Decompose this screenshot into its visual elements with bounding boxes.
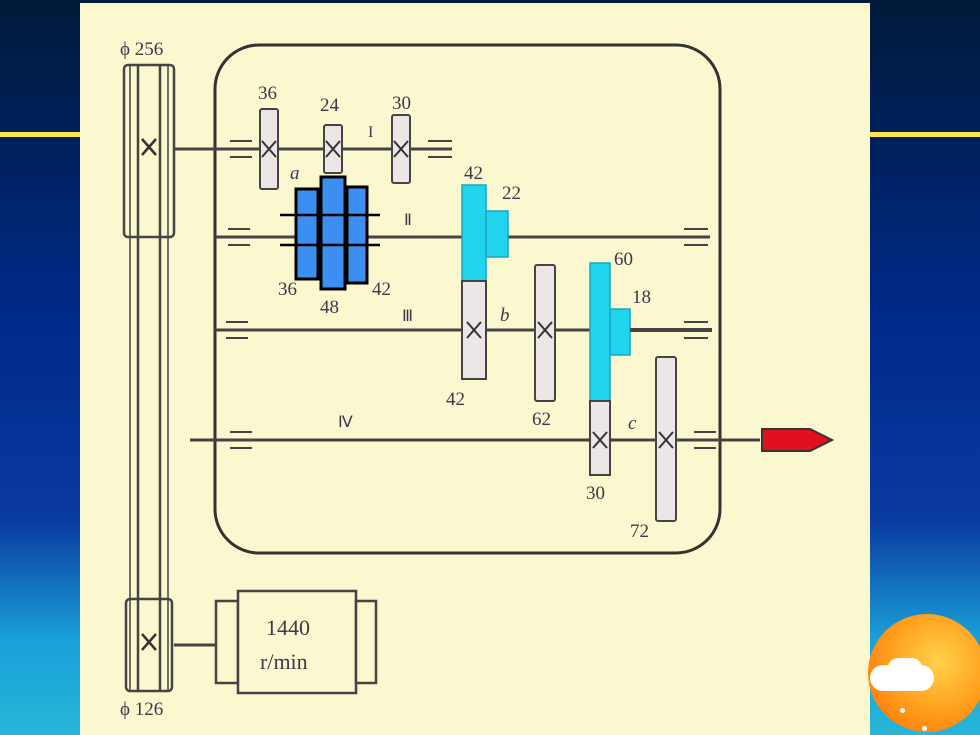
belt-drive [122,63,176,693]
shaft-label-ii: Ⅱ [404,212,412,229]
gear-label-62: 62 [532,409,551,430]
gear-label-48-block: 48 [320,297,339,318]
gear-label-18: 18 [632,287,651,308]
gear-label-30-top: 30 [392,93,411,114]
header-band-right [870,132,980,137]
gear-label-30-iv: 30 [586,483,605,504]
shaft-label-iii: Ⅲ [402,308,413,325]
pair-label-a: a [290,163,300,184]
gear-label-36-block: 36 [278,279,297,300]
dot-decoration [922,726,927,731]
gear-label-42-iii: 42 [446,389,465,410]
shaft-label-i: I [368,124,373,141]
motor [214,589,378,695]
gear-label-22-ii: 22 [502,183,521,204]
bearings [226,140,716,449]
shaft-label-iv: Ⅳ [338,414,353,431]
gear-62 [534,264,556,402]
pulley-bottom-diameter: ϕ 126 [120,699,163,720]
dot-decoration [900,708,905,713]
pulley-cross-marks [141,138,157,651]
pair-label-c: c [628,413,637,434]
shaft-iii-gear-pair-cyan [589,262,631,402]
transmission-diagram-panel: ϕ 256 ϕ 126 1440 r/min I Ⅱ Ⅲ Ⅳ 36 24 30 … [80,3,870,735]
gear-30-shaft-iv [589,400,611,476]
header-band-left [0,132,80,137]
gear-label-42-block: 42 [372,279,391,300]
pair-label-b: b [500,305,510,326]
gear-label-24-top: 24 [320,95,340,116]
gear-label-42-ii: 42 [464,163,483,184]
gear-72-cross [658,431,674,449]
gearbox-transmission-diagram: ϕ 256 ϕ 126 1440 r/min I Ⅱ Ⅲ Ⅳ 36 24 30 … [120,39,835,720]
gear-label-36-top: 36 [258,83,277,104]
shaft-iii-cross-left [466,321,482,339]
gearbox-housing [213,43,722,555]
gear-30-cross [592,431,608,449]
output-spindle-red [761,428,835,452]
gear-label-60: 60 [614,249,633,270]
cloud-decoration-top [888,658,922,678]
motor-speed-value: 1440 [266,615,310,640]
gear-label-72: 72 [630,521,649,542]
shaft-ii-gear-pair-cyan [461,184,509,282]
motor-speed-unit: r/min [260,649,308,674]
shaft-i-cross-marks [261,140,409,158]
sliding-gear-block-blue [294,175,369,291]
sliding-block-lines [280,213,380,247]
pulley-top-diameter: ϕ 256 [120,39,163,60]
gear-62-cross [537,321,553,339]
